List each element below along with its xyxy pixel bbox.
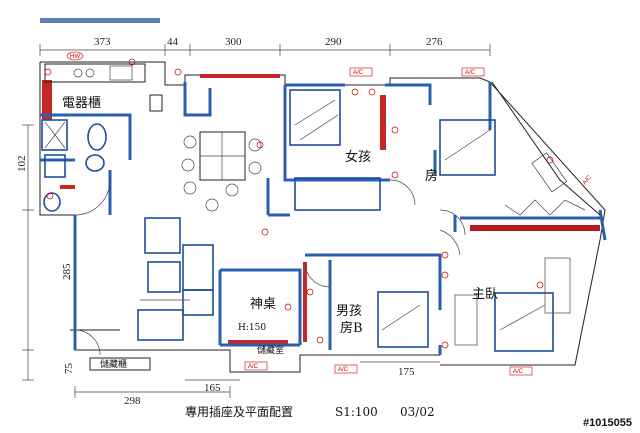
bottom-dimension-line <box>74 361 440 398</box>
hw-tag-shape <box>66 51 84 61</box>
red-wall-top <box>200 74 280 78</box>
dim-top-4: 290 <box>325 36 342 48</box>
master-room-bed <box>454 257 571 352</box>
ac-tags: A/C A/C A/C A/C A/C A/C <box>244 67 593 376</box>
title-bar <box>40 18 160 23</box>
svg-text:A/C: A/C <box>353 70 364 76</box>
label-cabinet: 儲藏櫃 <box>100 358 127 370</box>
red-wall-bath <box>60 185 75 189</box>
label-height: H:150 <box>238 323 266 333</box>
boy-room-bed <box>377 291 429 348</box>
bathroom-fixtures <box>41 119 107 212</box>
svg-text:A/C: A/C <box>582 174 593 186</box>
storage-cabinet <box>89 357 151 371</box>
dim-top-5: 276 <box>426 36 443 48</box>
red-wall-kitchen <box>42 80 52 120</box>
second-room-bed <box>439 119 496 176</box>
label-room-partial: 房 <box>425 168 438 184</box>
hw-tag: HW <box>70 54 80 60</box>
door-swings <box>74 179 466 356</box>
left-dimension-line <box>22 124 34 381</box>
label-altar: 神桌 <box>250 297 276 312</box>
red-wall-boy <box>303 262 307 342</box>
caption-sheet: 03/02 <box>400 405 435 419</box>
outlet-markers <box>44 58 554 349</box>
label-appliance-cabinet: 電器櫃 <box>62 96 101 111</box>
dim-top-1: 373 <box>94 36 111 48</box>
dim-top-3: 300 <box>225 36 242 48</box>
label-girl-room: 女孩 <box>345 149 371 165</box>
svg-text:A/C: A/C <box>248 364 259 370</box>
caption-scale: S1:100 <box>335 405 378 419</box>
label-master-room: 主臥 <box>472 287 498 302</box>
red-wall-corridor <box>470 225 600 231</box>
dim-top-2: 44 <box>167 36 179 48</box>
balcony <box>491 81 601 216</box>
top-dimension-line <box>39 44 491 56</box>
dining-set <box>181 131 262 212</box>
dim-bottom-2: 165 <box>204 382 221 394</box>
dim-left-2: 285 <box>61 263 73 280</box>
label-boy-room-1: 男孩 <box>336 304 362 319</box>
caption-title: 專用插座及平面配置 <box>185 404 293 419</box>
girl-room-bed <box>289 89 381 211</box>
watermark: #1015055 <box>581 417 634 429</box>
label-boy-room-2: 房B <box>340 320 363 336</box>
red-wall-girl <box>380 95 386 150</box>
dim-bottom-1: 298 <box>124 395 141 407</box>
interior-walls <box>40 82 607 355</box>
kitchen-counter <box>44 63 163 112</box>
red-wall-storage <box>228 340 288 344</box>
svg-text:A/C: A/C <box>465 70 476 76</box>
dim-left-1: 102 <box>16 156 28 173</box>
living-sofa <box>137 217 214 341</box>
svg-text:A/C: A/C <box>338 367 349 373</box>
svg-text:A/C: A/C <box>513 369 524 375</box>
dim-left-3: 75 <box>63 363 75 375</box>
dim-bottom-3: 175 <box>398 366 415 378</box>
label-storage: 儲藏室 <box>257 344 284 356</box>
